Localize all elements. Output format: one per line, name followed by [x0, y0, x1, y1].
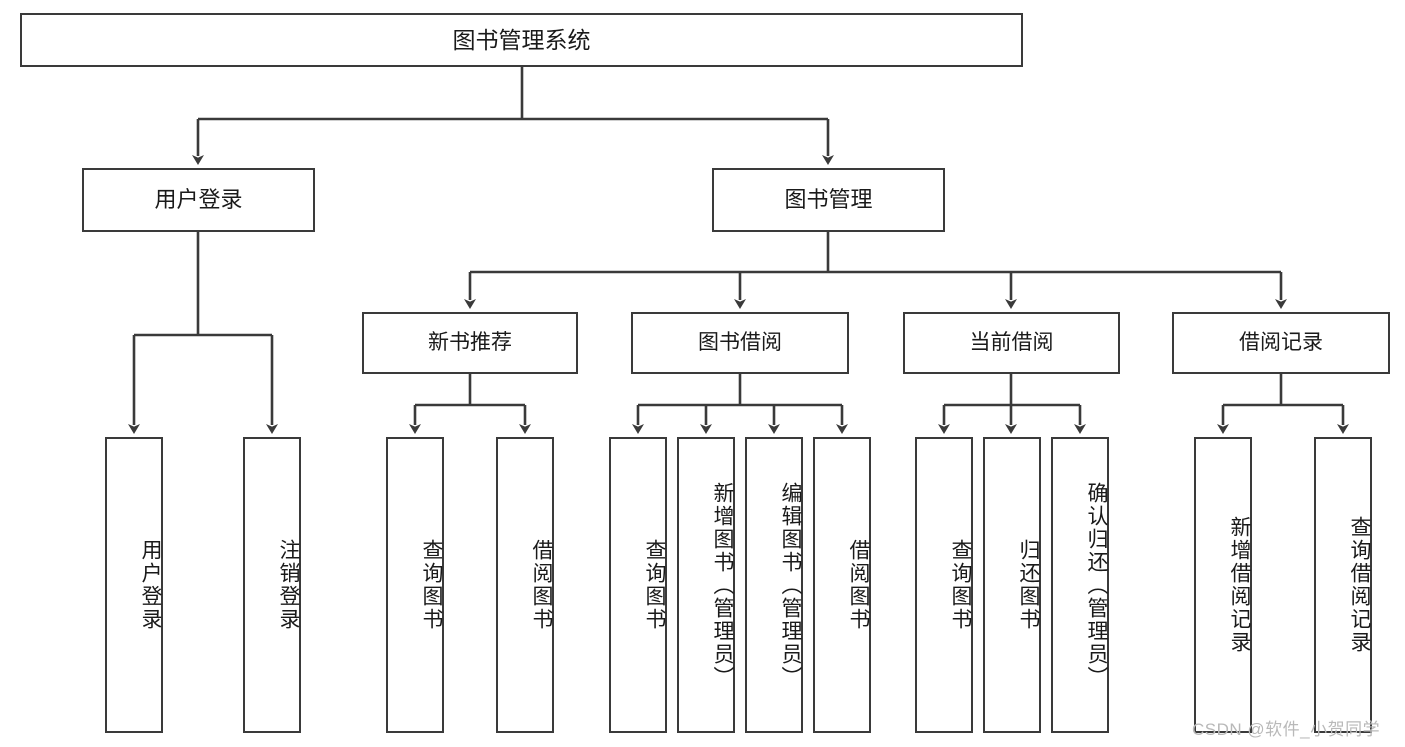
node-label: 当前借阅 [969, 330, 1054, 354]
node-label: 新增图书（管理员） [711, 481, 734, 689]
node-label: 查询借阅记录 [1348, 516, 1371, 654]
node-label: 借阅记录 [1239, 330, 1323, 354]
node-borrow-record[interactable]: 借阅记录 [1172, 312, 1390, 374]
node-label: 查询图书 [643, 539, 666, 631]
leaf-current-borrow-return-book[interactable]: 归还图书 [983, 437, 1041, 733]
node-label: 借阅图书 [847, 539, 870, 631]
leaf-book-borrow-query-book[interactable]: 查询图书 [609, 437, 667, 733]
node-book-management[interactable]: 图书管理 [712, 168, 945, 232]
leaf-new-book-query-book[interactable]: 查询图书 [386, 437, 444, 733]
node-label: 图书管理 [784, 187, 873, 213]
leaf-book-borrow-add-book-admin[interactable]: 新增图书（管理员） [677, 437, 735, 733]
node-label: 新增借阅记录 [1228, 516, 1251, 654]
leaf-current-borrow-confirm-return-admin[interactable]: 确认归还（管理员） [1051, 437, 1109, 733]
csdn-watermark: CSDN @软件_小贺同学 [1192, 715, 1380, 740]
watermark-text: CSDN @软件_小贺同学 [1192, 720, 1381, 739]
node-label: 注销登录 [277, 539, 300, 631]
node-label: 用户登录 [139, 539, 162, 631]
node-user-login[interactable]: 用户登录 [82, 168, 315, 232]
node-current-borrow[interactable]: 当前借阅 [903, 312, 1120, 374]
leaf-borrow-record-query-record[interactable]: 查询借阅记录 [1314, 437, 1372, 733]
node-label: 查询图书 [420, 539, 443, 631]
node-label: 编辑图书（管理员） [779, 481, 802, 689]
node-label: 查询图书 [949, 539, 972, 631]
leaf-user-login-login[interactable]: 用户登录 [105, 437, 163, 733]
leaf-user-login-logout[interactable]: 注销登录 [243, 437, 301, 733]
node-book-borrow[interactable]: 图书借阅 [631, 312, 849, 374]
leaf-new-book-borrow-book[interactable]: 借阅图书 [496, 437, 554, 733]
leaf-current-borrow-query-book[interactable]: 查询图书 [915, 437, 973, 733]
leaf-book-borrow-borrow-book[interactable]: 借阅图书 [813, 437, 871, 733]
node-label: 图书借阅 [698, 330, 782, 354]
node-label: 借阅图书 [530, 539, 553, 631]
leaf-book-borrow-edit-book-admin[interactable]: 编辑图书（管理员） [745, 437, 803, 733]
node-new-book-recommend[interactable]: 新书推荐 [362, 312, 578, 374]
node-label: 新书推荐 [428, 330, 512, 354]
leaf-borrow-record-add-record[interactable]: 新增借阅记录 [1194, 437, 1252, 733]
node-label: 用户登录 [154, 187, 243, 213]
node-label: 图书管理系统 [452, 26, 591, 53]
node-label: 确认归还（管理员） [1085, 481, 1108, 689]
node-root-book-management-system[interactable]: 图书管理系统 [20, 13, 1023, 67]
node-label: 归还图书 [1017, 539, 1040, 631]
